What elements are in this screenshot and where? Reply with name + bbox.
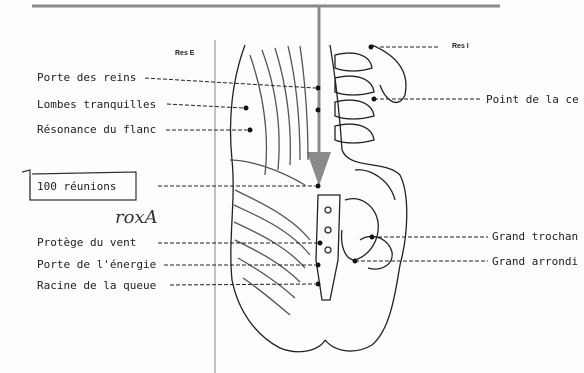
label-lombes-tranquilles: Lombes tranquilles	[37, 98, 156, 111]
label-grand-trochan: Grand trochan	[492, 230, 578, 243]
label-protege-du-vent: Protège du vent	[37, 236, 136, 249]
leader-lines-right	[355, 47, 488, 261]
label-grand-arrondi: Grand arrondi	[492, 255, 578, 268]
header-right: Res I	[452, 43, 469, 50]
header-left: Res E	[175, 50, 195, 57]
label-100-reunions: 100 réunions	[37, 180, 116, 193]
label-point-de-la-ce: Point de la ce	[486, 93, 579, 106]
handwritten-note: roxA	[115, 207, 158, 228]
label-porte-de-l-energie: Porte de l'énergie	[37, 258, 156, 271]
boxed-label: 100 réunions	[22, 170, 136, 200]
label-porte-des-reins: Porte des reins	[37, 71, 136, 84]
right-labels: Point de la ce Grand trochan Grand arron…	[486, 93, 579, 268]
label-racine-de-la-queue: Racine de la queue	[37, 279, 156, 292]
label-resonance-du-flanc: Résonance du flanc	[37, 123, 156, 136]
